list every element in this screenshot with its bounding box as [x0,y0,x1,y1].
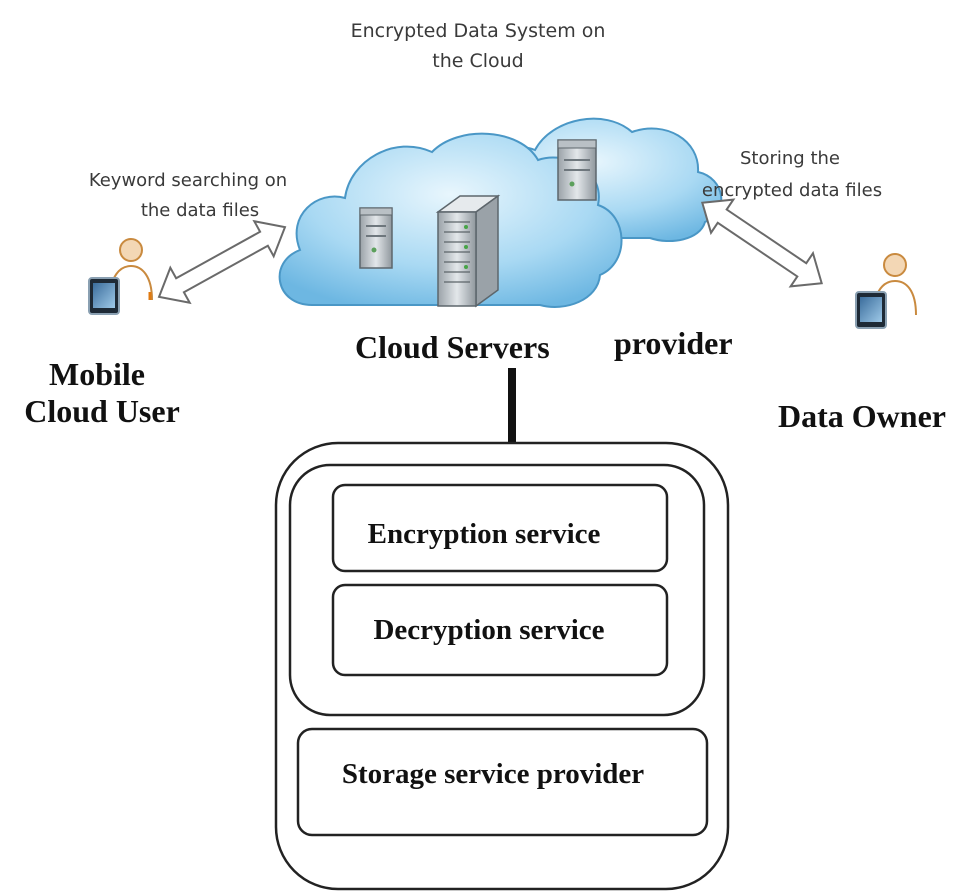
server-left-icon [359,207,393,269]
diagram-title-line-2: the Cloud [432,50,524,72]
left-annotation-line-1: Keyword searching on [89,170,287,191]
storage-service-box [296,727,709,837]
data-owner-label: Data Owner [778,398,946,434]
left-double-arrow [157,219,287,305]
right-annotation-line-2: encrypted data files [702,180,882,201]
encryption-service-label: Encryption service [368,518,601,550]
right-annotation-line-1: Storing the [740,148,840,169]
decryption-service-label: Decryption service [373,614,604,646]
encryption-service-box [331,483,669,573]
mobile-user-icon [88,238,153,315]
diagram-title-line-1: Encrypted Data System on [351,20,606,42]
server-rack-icon [435,194,501,308]
cloud-servers-label: Cloud Servers [355,329,550,365]
decryption-service-box [331,583,669,677]
mobile-user-label-line-2: Cloud User [24,393,180,429]
server-back-icon [557,139,597,201]
provider-label: provider [614,325,733,361]
storage-service-label: Storage service provider [342,758,644,790]
data-owner-icon [855,253,917,329]
left-annotation-line-2: the data files [141,200,259,221]
mobile-user-label-line-1: Mobile [49,356,145,392]
right-double-arrow [701,198,823,288]
